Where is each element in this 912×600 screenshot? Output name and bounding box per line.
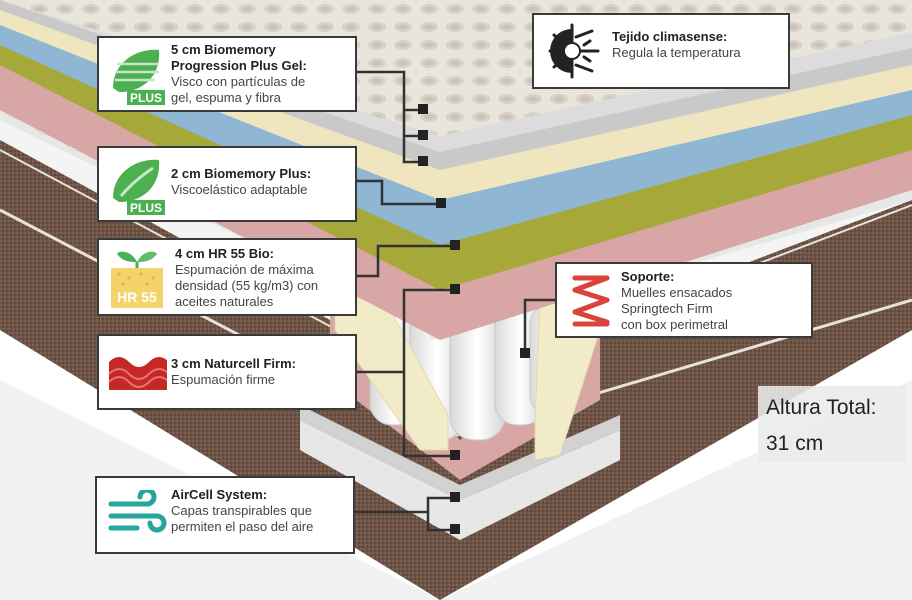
label-aircell: AirCell System: Capas transpirables que … <box>95 476 355 554</box>
sun-snowflake-icon <box>548 23 600 79</box>
leaf-plus-icon: PLUS <box>113 49 165 105</box>
soporte-line-2: Springtech Firm <box>621 301 713 316</box>
bio-gel-title-1: 5 cm Biomemory <box>171 42 276 57</box>
total-height-label: Altura Total: <box>766 396 877 419</box>
soporte-title: Soporte: <box>621 269 675 284</box>
hr55-line-3: aceites naturales <box>175 294 274 309</box>
aircell-line-2: permiten el paso del aire <box>171 519 314 534</box>
label-tejido-climasense: Tejido climasense: Regula la temperatura <box>532 13 790 89</box>
bio-plus-line-1: Viscoelástico adaptable <box>171 182 308 197</box>
plus-badge-text: PLUS <box>130 201 162 215</box>
bio-gel-line-1: Visco con partículas de <box>171 74 306 89</box>
naturcell-line-1: Espumación firme <box>171 372 276 387</box>
bio-gel-line-2: gel, espuma y fibra <box>171 90 281 105</box>
hr55-badge-text: HR 55 <box>117 289 157 305</box>
hr55-title: 4 cm HR 55 Bio: <box>175 246 274 261</box>
total-height-box: Altura Total: 31 cm <box>758 386 906 462</box>
mattress-base-edge <box>0 330 912 600</box>
bio-plus-title: 2 cm Biomemory Plus: <box>171 166 312 181</box>
foam-sprout-icon: HR 55 <box>111 251 163 308</box>
soporte-line-1: Muelles ensacados <box>621 285 733 300</box>
plus-badge-text: PLUS <box>130 91 162 105</box>
total-height-value: 31 cm <box>766 432 824 455</box>
tejido-title: Tejido climasense: <box>612 29 728 44</box>
tejido-line-1: Regula la temperatura <box>612 45 741 60</box>
air-flow-icon <box>108 490 167 533</box>
aircell-title: AirCell System: <box>171 487 268 502</box>
naturcell-layer <box>330 300 600 480</box>
leaf-plus-icon: PLUS <box>113 159 165 215</box>
hr55-line-2: densidad (55 kg/m3) con <box>175 278 319 293</box>
wave-foam-icon <box>108 357 167 390</box>
label-hr55: HR 55 4 cm HR 55 Bio: Espumación de máxi… <box>97 238 357 316</box>
label-biomemory-gel: PLUS 5 cm Biomemory Progression Plus Gel… <box>97 36 357 112</box>
spring-icon <box>572 275 610 327</box>
naturcell-title: 3 cm Naturcell Firm: <box>171 356 296 371</box>
aircell-line-1: Capas transpirables que <box>171 503 312 518</box>
label-naturcell: 3 cm Naturcell Firm: Espumación firme <box>97 334 357 410</box>
label-soporte: Soporte: Muelles ensacados Springtech Fi… <box>555 262 813 338</box>
aircell-layer <box>300 420 620 540</box>
soporte-line-3: con box perimetral <box>621 317 728 332</box>
bio-gel-title-2: Progression Plus Gel: <box>171 58 307 73</box>
hr55-line-1: Espumación de máxima <box>175 262 314 277</box>
label-biomemory-plus: PLUS 2 cm Biomemory Plus: Viscoelástico … <box>97 146 357 222</box>
